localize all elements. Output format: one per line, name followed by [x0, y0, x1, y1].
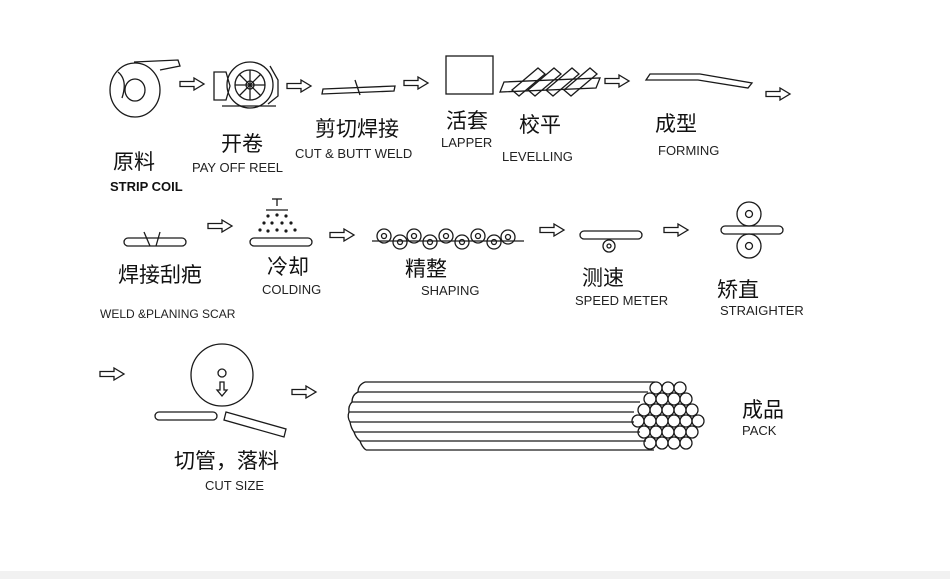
strip-coil-icon [109, 59, 181, 118]
pipe-bundle-icon [347, 381, 705, 451]
levelling-label-en: LEVELLING [502, 149, 573, 164]
pack-label-zh: 成品 [742, 398, 784, 422]
strip-coil-label-en: STRIP COIL [110, 179, 183, 194]
levelling-label-zh: 校平 [519, 113, 561, 137]
flow-arrow [179, 77, 205, 91]
flow-arrow [765, 87, 791, 101]
shaping-icon [372, 228, 524, 250]
speed-meter-label-en: SPEED METER [575, 293, 669, 308]
pack-label-en: PACK [742, 423, 777, 438]
pay-off-reel-icon [213, 61, 279, 109]
lapper-icon [445, 55, 494, 95]
speed-meter-label-zh: 测速 [582, 266, 624, 290]
bottom-strip [0, 571, 950, 579]
flow-arrow [99, 367, 125, 381]
flow-arrow [291, 385, 317, 399]
forming-icon [644, 73, 754, 89]
shaping-label-en: SHAPING [421, 283, 480, 298]
pay-off-reel-label-en: PAY OFF REEL [192, 160, 284, 175]
colding-label-zh: 冷却 [267, 255, 309, 279]
flow-arrow [329, 228, 355, 242]
forming-label-zh: 成型 [655, 112, 697, 136]
flow-arrow [663, 223, 689, 237]
strip-coil-label-zh: 原料 [113, 150, 155, 174]
cut-butt-weld-icon [321, 79, 396, 96]
lapper-label-en: LAPPER [441, 135, 493, 150]
flow-arrow [403, 76, 429, 90]
cut-size-label-zh: 切管，落料 [174, 449, 279, 473]
flow-arrow [286, 79, 312, 93]
straighter-label-zh: 矫直 [717, 278, 759, 302]
pay-off-reel-label-zh: 开卷 [221, 132, 263, 156]
weld-scar-label-en: WELD &PLANING SCAR [100, 307, 236, 321]
flow-arrow [539, 223, 565, 237]
lapper-label-zh: 活套 [446, 109, 488, 133]
cut-size-icon [154, 343, 287, 438]
colding-label-en: COLDING [262, 282, 322, 297]
forming-label-en: FORMING [658, 143, 720, 158]
levelling-icon [499, 67, 601, 97]
straighter-label-en: STRAIGHTER [720, 303, 804, 318]
cut-butt-weld-label-en: CUT & BUTT WELD [295, 146, 413, 161]
speed-meter-icon [579, 230, 643, 253]
colding-icon [249, 198, 313, 247]
shaping-label-zh: 精整 [405, 257, 447, 281]
weld-scar-label-zh: 焊接刮疤 [118, 263, 202, 287]
weld-planing-scar-icon [123, 231, 187, 247]
cut-butt-weld-label-zh: 剪切焊接 [315, 117, 399, 141]
straighter-icon [720, 201, 784, 259]
flow-arrow [207, 219, 233, 233]
flow-arrow [604, 74, 630, 88]
cut-size-label-en: CUT SIZE [205, 478, 264, 493]
